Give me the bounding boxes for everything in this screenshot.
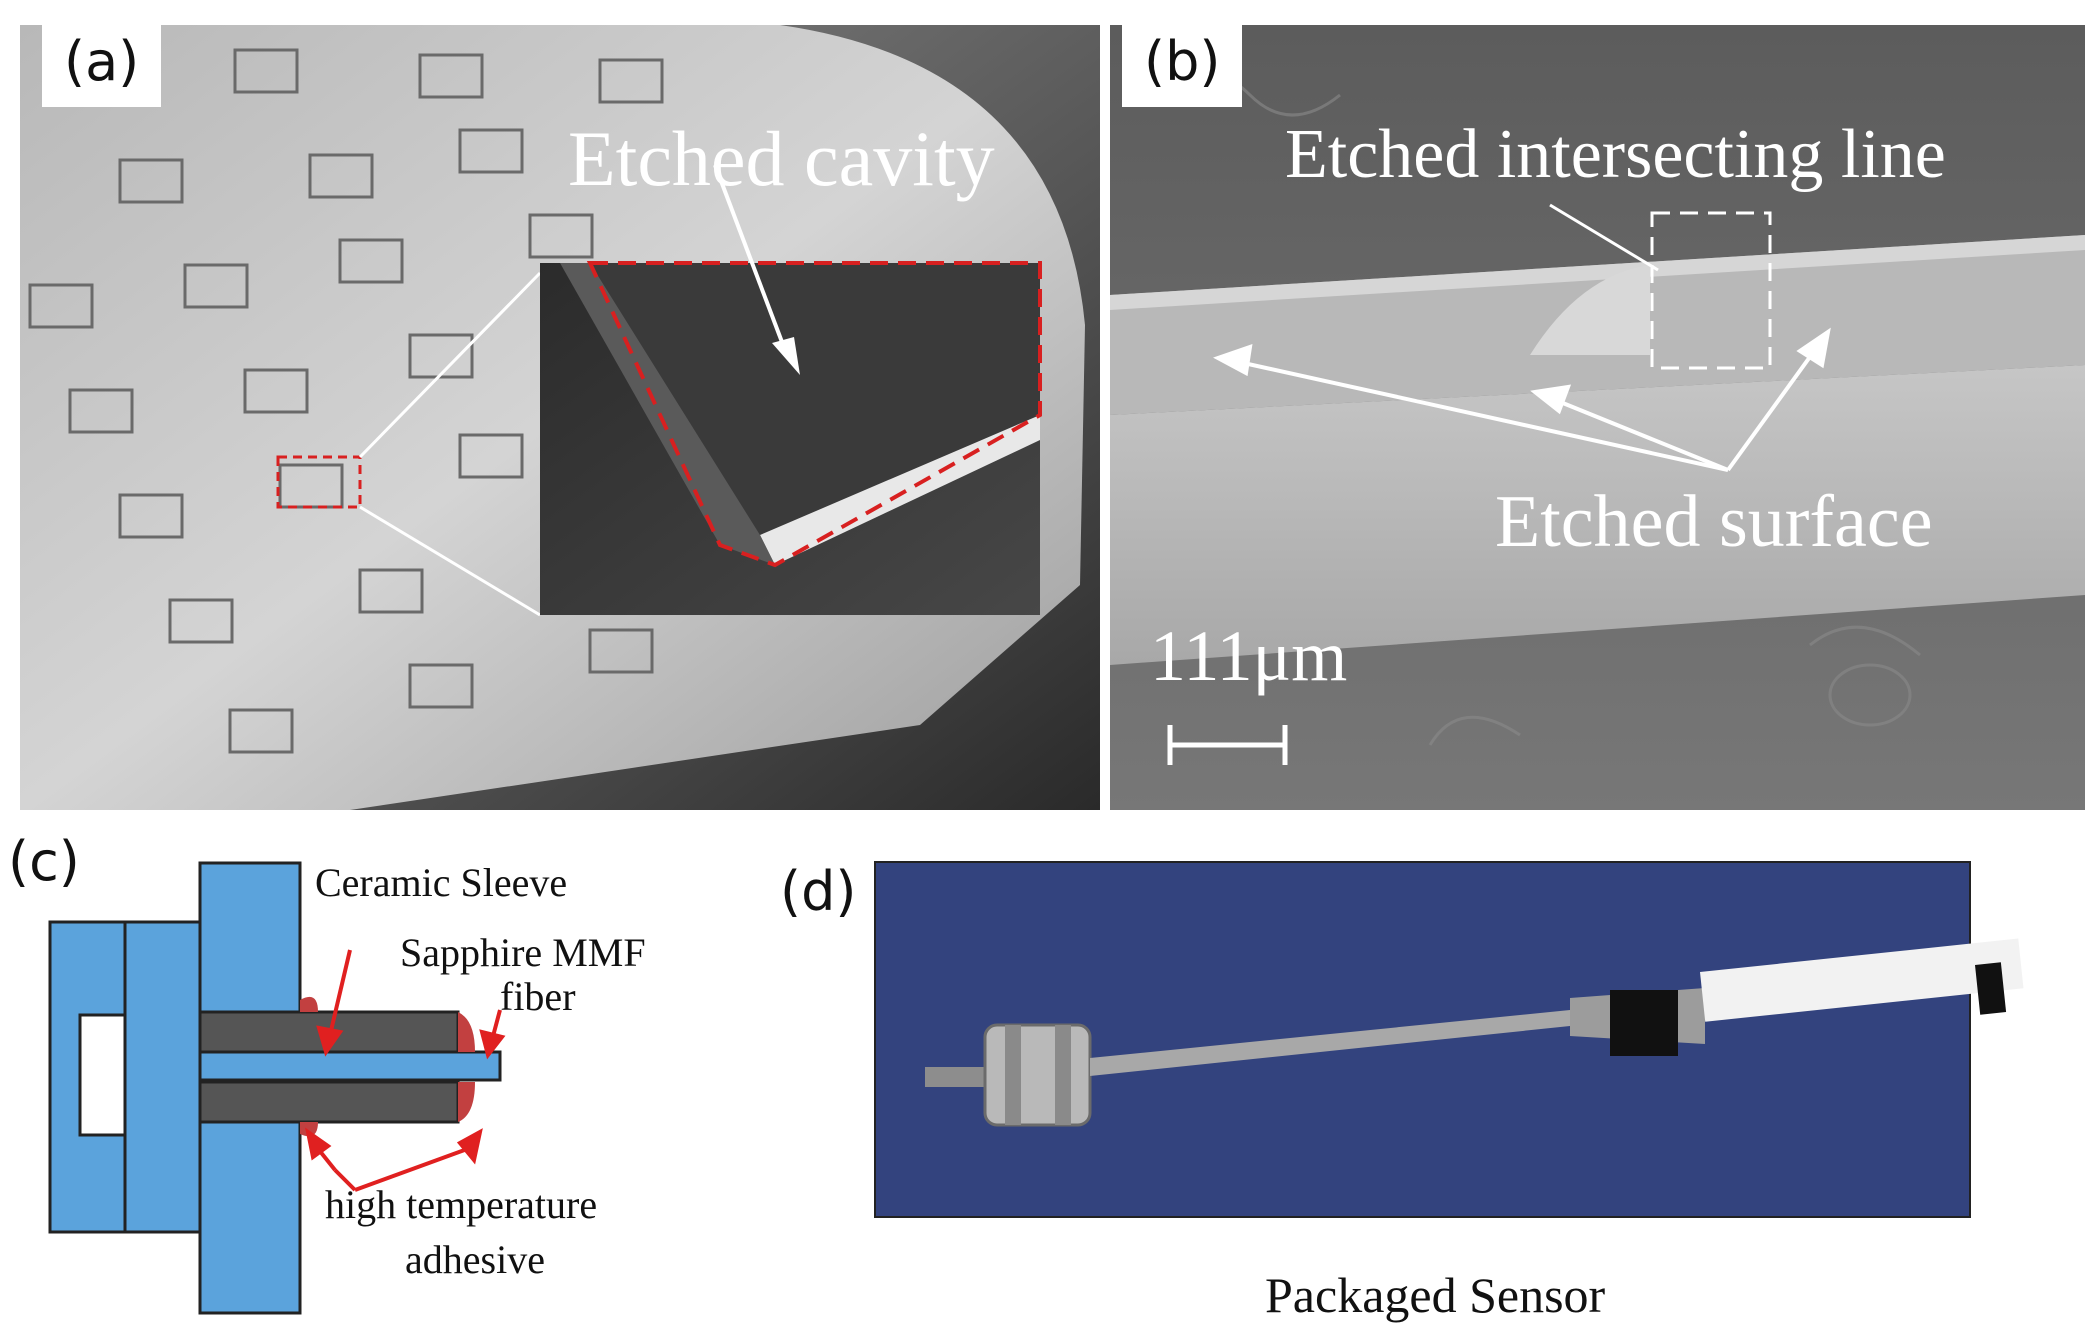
wafer-photo	[20, 25, 1100, 810]
packaged-sensor-caption: Packaged Sensor	[1265, 1267, 1606, 1323]
zoom-source-box	[276, 455, 362, 509]
panel-c-label: (c)	[8, 830, 80, 893]
sem-image	[1110, 25, 2085, 810]
callout-arrows	[305, 949, 506, 1192]
etched-surface-arrows	[1213, 327, 1831, 472]
panel-d: (d) Packaged Sensor	[770, 830, 2090, 1337]
panel-b: (b) Etched intersecting line Etched surf…	[1110, 25, 2085, 810]
etched-surface-label: Etched surface	[1495, 481, 1933, 563]
housing-cavity	[78, 1013, 127, 1137]
scale-bar-label: 111μm	[1150, 616, 1348, 696]
adhesive-label-line1: high temperature	[325, 1182, 598, 1227]
zoom-inset	[540, 261, 1042, 615]
ceramic-sleeve-bottom	[198, 1080, 460, 1124]
sapphire-fiber-label-line1: Sapphire MMF	[400, 930, 646, 975]
sapphire-fiber	[198, 1050, 502, 1082]
panel-d-label: (d)	[780, 860, 857, 923]
adhesive-label-line2: adhesive	[405, 1237, 545, 1282]
panel-a: (a) Etched cavity	[20, 25, 1100, 810]
etched-cavity-label: Etched cavity	[568, 115, 995, 202]
lower-etched-face	[1110, 365, 2085, 665]
middle-housing	[123, 920, 202, 1234]
panel-b-label: (b)	[1122, 25, 1243, 107]
package-schematic	[48, 861, 506, 1315]
sensor-assembly	[925, 938, 2024, 1127]
sapphire-fiber-label-line2: fiber	[500, 974, 576, 1019]
etched-intersecting-line-label: Etched intersecting line	[1285, 116, 1946, 193]
ceramic-sleeve-label: Ceramic Sleeve	[315, 860, 568, 905]
cavity-arrowhead	[772, 337, 800, 375]
panel-a-label: (a)	[42, 25, 162, 107]
panel-c: (c) Ceramic Sleeve Sapphire MMF fiber hi…	[0, 830, 760, 1337]
intersecting-line-box	[1650, 211, 1772, 370]
packaged-sensor-photo	[874, 861, 2024, 1218]
